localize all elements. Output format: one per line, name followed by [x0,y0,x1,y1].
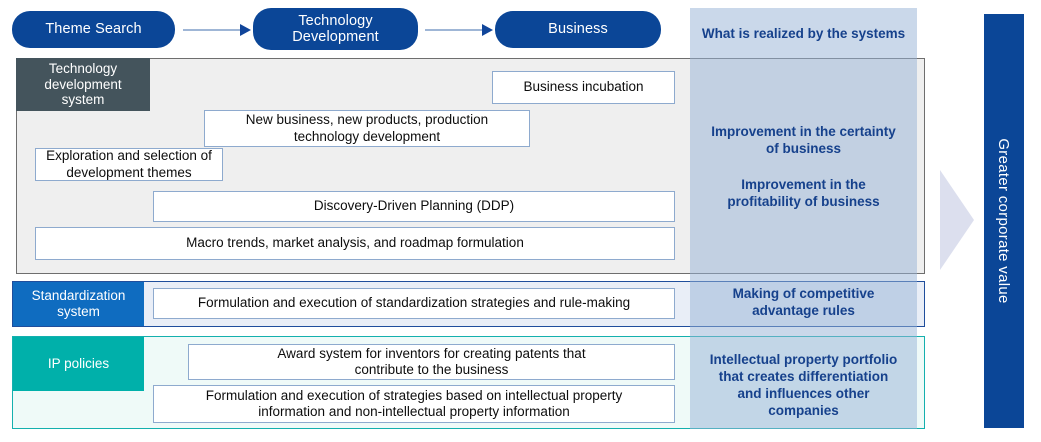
flow-step-technology-development: Technology Development [253,8,418,50]
item-award-system-inventors: Award system for inventors for creating … [188,344,675,380]
flow-arrow-1 [183,29,243,31]
item-macro-trends: Macro trends, market analysis, and roadm… [35,227,675,260]
outcome-certainty-of-business: Improvement in the certainty of business [711,124,896,156]
outcome-profitability-of-business: Improvement in the profitability of busi… [727,177,880,209]
category-technology-development-system: Technology development system [16,58,150,111]
flow-step-business: Business [495,11,661,48]
outcome-competitive-advantage-rules: Making of competitive advantage rules [732,286,875,318]
item-new-business-products: New business, new products, production t… [204,110,530,147]
flow-step-theme-search: Theme Search [12,11,175,48]
outcome-ip-portfolio: Intellectual property portfolio that cre… [709,352,898,418]
flow-arrowhead-1-icon [240,24,251,36]
greater-value-arrow-icon [940,170,974,270]
item-standardization-strategies: Formulation and execution of standardiza… [153,288,675,319]
outcomes-header: What is realized by the systems [701,26,906,41]
greater-corporate-value-bar: Greater corporate value [984,14,1024,428]
greater-corporate-value-label: Greater corporate value [995,138,1013,304]
item-ip-strategy-formulation: Formulation and execution of strategies … [153,385,675,423]
item-exploration-selection: Exploration and selection of development… [35,148,223,181]
item-discovery-driven-planning: Discovery-Driven Planning (DDP) [153,191,675,222]
flow-arrow-2 [425,29,485,31]
category-ip-policies: IP policies [13,337,144,391]
item-business-incubation: Business incubation [492,71,675,104]
flow-arrowhead-2-icon [482,24,493,36]
category-standardization-system: Standardization system [13,282,144,326]
